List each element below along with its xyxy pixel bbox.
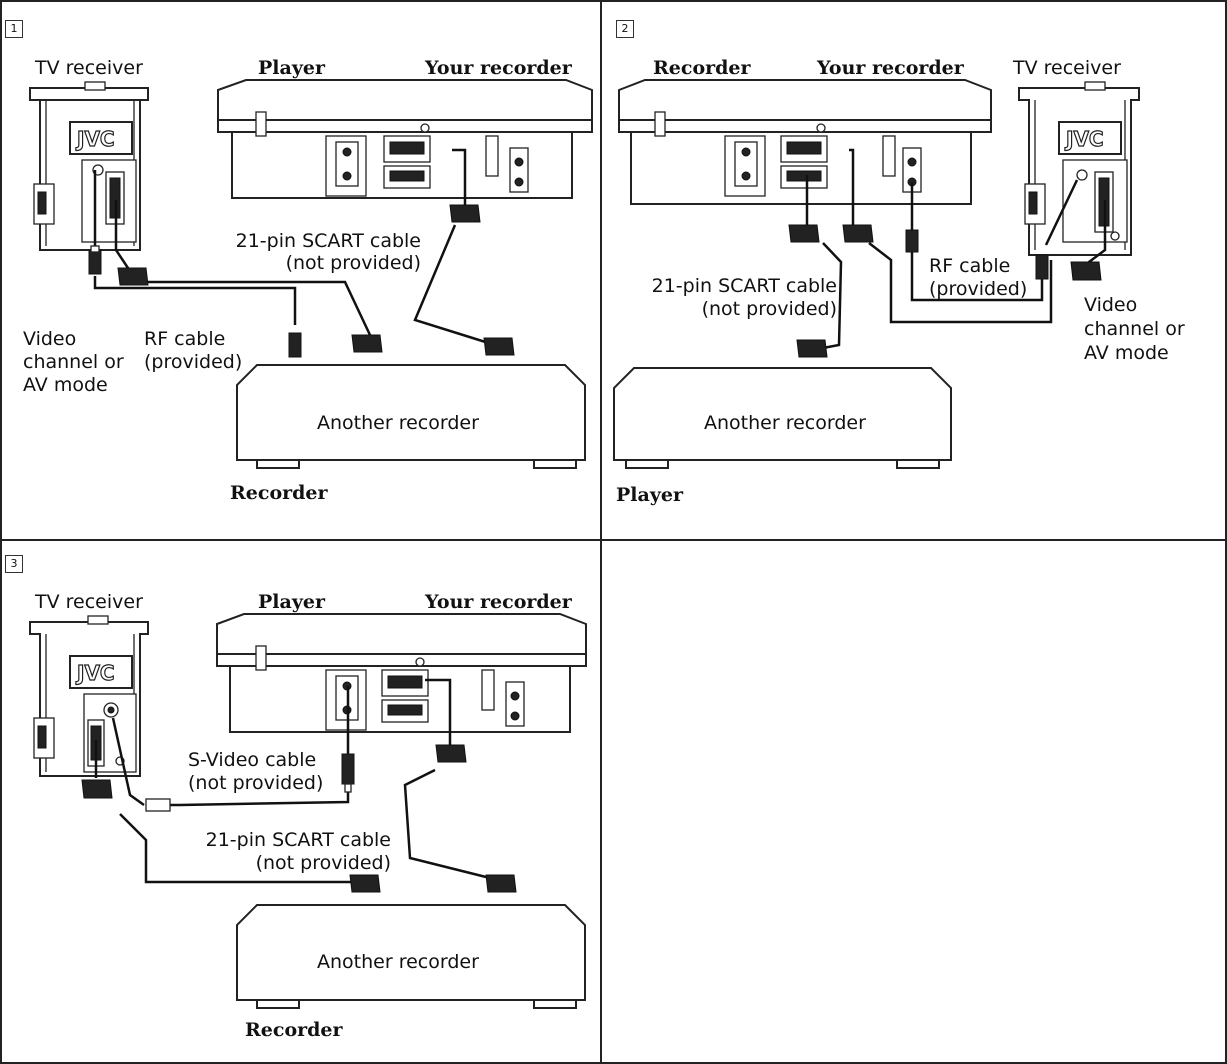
tv-receiver-label: TV receiver — [35, 57, 143, 79]
recorder-role-label: Recorder — [245, 1019, 343, 1041]
another-recorder: Another recorder — [613, 367, 952, 469]
grid-border-left — [0, 0, 2, 1064]
svg-text:Another recorder: Another recorder — [317, 412, 479, 434]
scart-cable-label-line1: 21-pin SCART cable — [235, 230, 421, 252]
video-channel-label-line1: Video — [23, 328, 77, 350]
panel-number: 3 — [5, 555, 23, 573]
tv-receiver-label: TV receiver — [35, 591, 143, 613]
grid-border-right — [1225, 0, 1227, 1064]
panel-number: 2 — [616, 20, 634, 38]
another-recorder: Another recorder — [236, 364, 586, 469]
your-recorder — [216, 613, 587, 733]
video-channel-label-line2: channel or — [1084, 318, 1185, 340]
your-recorder-label: Your recorder — [425, 57, 572, 79]
video-channel-label-line3: AV mode — [23, 374, 108, 396]
scart-cable-label-line1: 21-pin SCART cable — [651, 275, 837, 297]
svg-text:Another recorder: Another recorder — [317, 951, 479, 973]
video-channel-label-line3: AV mode — [1084, 342, 1169, 364]
player-label: Player — [258, 57, 325, 79]
scart-cable-label-line2: (not provided) — [285, 252, 421, 274]
your-recorder — [618, 79, 992, 205]
connectors — [88, 204, 515, 358]
svg-text:JVC: JVC — [75, 661, 115, 685]
rf-cable-label-line2: (provided) — [144, 351, 243, 373]
scart-cable-label-line1: 21-pin SCART cable — [205, 829, 391, 851]
panel-1-drawing: JVC — [29, 79, 593, 469]
video-channel-label-line2: channel or — [23, 351, 124, 373]
panel-number: 1 — [5, 20, 23, 38]
recorder-label: Recorder — [653, 57, 751, 79]
rf-cable-label-line2: (provided) — [929, 278, 1028, 300]
tv-receiver: JVC — [29, 81, 149, 251]
scart-cable-label-line2: (not provided) — [701, 298, 837, 320]
connectors — [81, 744, 517, 893]
s-video-cable-label-line2: (not provided) — [188, 772, 324, 794]
your-recorder — [217, 79, 593, 199]
your-recorder-label: Your recorder — [425, 591, 572, 613]
panel-empty — [601, 540, 1227, 1064]
svg-text:JVC: JVC — [75, 127, 115, 151]
s-video-cable-label-line1: S-Video cable — [188, 749, 317, 771]
panel-2-drawing: JVC Another recorder — [613, 79, 1140, 469]
player-role-label: Player — [616, 484, 683, 506]
panel-3: 3 TV receiver Player Your recorder JVC — [0, 540, 601, 1064]
panel-1: 1 TV receiver Player Your recorder JVC — [0, 0, 601, 540]
another-recorder: Another recorder — [236, 904, 586, 1009]
tv-receiver: JVC — [29, 615, 149, 777]
panel-3-drawing: JVC — [29, 613, 587, 1009]
tv-receiver: JVC — [1018, 81, 1140, 256]
tv-receiver-label: TV receiver — [1013, 57, 1121, 79]
grid-border-bottom — [0, 1062, 1227, 1064]
cables — [94, 678, 491, 884]
connectors — [788, 224, 1102, 358]
recorder-role-label: Recorder — [230, 482, 328, 504]
video-channel-label-line1: Video — [1084, 294, 1138, 316]
rf-cable-label-line1: RF cable — [144, 328, 226, 350]
svg-text:Another recorder: Another recorder — [704, 412, 866, 434]
panel-2: 2 Recorder Your recorder TV receiver — [601, 0, 1227, 540]
player-label: Player — [258, 591, 325, 613]
grid-border-top — [0, 0, 1227, 2]
svg-text:JVC: JVC — [1064, 127, 1104, 151]
rf-cable-label-line1: RF cable — [929, 255, 1011, 277]
grid-divider-vertical — [600, 0, 602, 1064]
your-recorder-label: Your recorder — [817, 57, 964, 79]
scart-cable-label-line2: (not provided) — [255, 852, 391, 874]
cables — [93, 148, 496, 347]
grid-divider-horizontal — [0, 539, 1227, 541]
